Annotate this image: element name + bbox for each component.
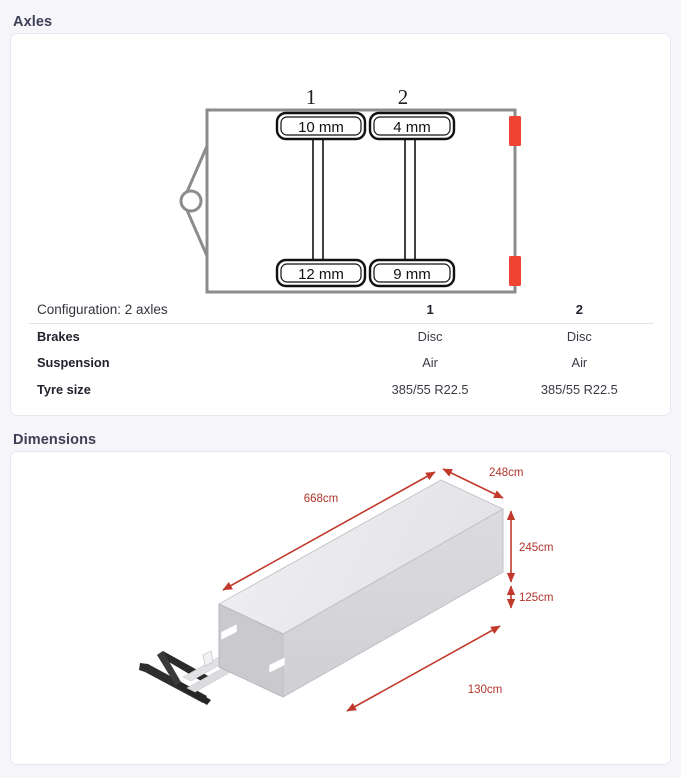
trailer-dimensions-figure: 668cm 248cm 245cm 125cm 130cm xyxy=(139,467,554,712)
table-row: Brakes Disc Disc xyxy=(29,323,654,350)
tread-label-axle1-right-text: 12 mm xyxy=(298,266,344,283)
brakes-axle-2-value: Disc xyxy=(566,329,592,344)
rear-overhang-dimension-arrow xyxy=(346,625,501,712)
table-row: Tyre size 385/55 R22.5 385/55 R22.5 xyxy=(29,376,654,403)
body-marker-upper-icon xyxy=(220,623,238,641)
tread-label-axle2-left-text: 4 mm xyxy=(393,119,431,136)
axles-section-title: Axles xyxy=(13,14,53,30)
ground-clearance-dimension-label: 125cm xyxy=(519,592,554,604)
length-dimension-arrow xyxy=(222,471,436,591)
suspension-axle-2-value: Air xyxy=(571,355,588,371)
column-header-axle-1: 1 xyxy=(426,301,434,317)
column-header-axle-2: 2 xyxy=(575,301,583,317)
row-label-suspension: Suspension xyxy=(37,355,110,371)
table-header-row: Configuration: 2 axles 1 2 xyxy=(29,296,654,324)
tread-label-axle2-right: 9 mm xyxy=(368,258,456,288)
rear-marker-bottom-icon xyxy=(509,256,521,286)
row-label-brakes: Brakes xyxy=(37,329,80,344)
rear-marker-top-icon xyxy=(509,116,521,146)
rear-overhang-dimension-label: 130cm xyxy=(468,684,503,696)
axle-configuration-label: Configuration: 2 axles xyxy=(37,301,168,317)
tread-label-axle2-left: 4 mm xyxy=(368,111,456,141)
axle-shafts xyxy=(312,138,416,266)
body-marker-lower-icon xyxy=(268,656,286,674)
axle-number-2-label: 2 xyxy=(398,85,409,109)
axle-schematic-diagram: 1 2 10 mm xyxy=(179,85,521,294)
width-dimension-label: 248cm xyxy=(489,467,524,479)
tyre-size-axle-1-value: 385/55 R22.5 xyxy=(391,381,469,397)
dimensions-card: 668cm 248cm 245cm 125cm 130cm xyxy=(10,451,671,765)
row-label-tyre-size: Tyre size xyxy=(37,381,91,397)
tread-label-axle1-right: 12 mm xyxy=(275,258,367,288)
length-dimension-label: 668cm xyxy=(304,493,339,505)
drawbar-icon xyxy=(139,651,211,705)
table-row: Suspension Air Air xyxy=(29,350,654,377)
trailer-illustration xyxy=(139,479,505,705)
dimensions-section-title: Dimensions xyxy=(13,432,97,448)
tread-label-axle1-left: 10 mm xyxy=(275,111,367,141)
suspension-axle-1-value: Air xyxy=(422,355,438,371)
tread-label-axle2-right-text: 9 mm xyxy=(393,266,431,283)
brakes-axle-1-value: Disc xyxy=(417,329,443,344)
axles-spec-table: Configuration: 2 axles 1 2 Brakes Disc D… xyxy=(29,296,654,403)
width-dimension-arrow xyxy=(442,468,504,499)
height-dimension-label: 245cm xyxy=(519,542,554,554)
axles-card: 1 2 10 mm xyxy=(10,33,671,416)
axle-number-1-label: 1 xyxy=(306,85,317,109)
tyre-size-axle-2-value: 385/55 R22.5 xyxy=(540,381,618,397)
tread-label-axle1-left-text: 10 mm xyxy=(298,119,344,136)
chassis-outline xyxy=(179,108,517,294)
coupling-icon xyxy=(179,189,203,213)
